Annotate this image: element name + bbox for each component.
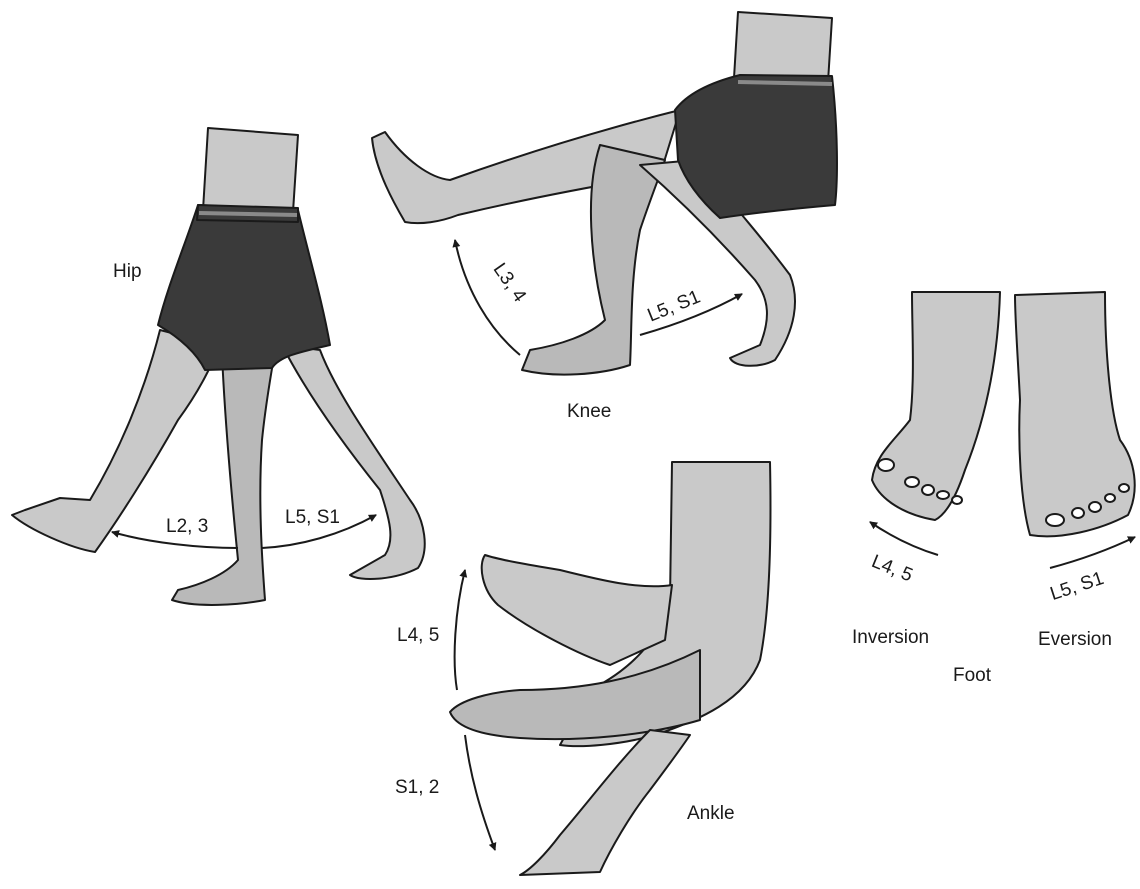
foot-inverted <box>872 292 1000 520</box>
hip-figure <box>12 128 425 605</box>
knee-shorts <box>675 75 837 218</box>
knee-figure <box>372 12 837 375</box>
hip-left-arrow-label: L2, 3 <box>166 517 208 536</box>
knee-torso <box>734 12 832 82</box>
foot-eversion-arrow <box>1050 537 1135 568</box>
ankle-down-arrow <box>465 735 495 850</box>
knee-title: Knee <box>567 402 611 421</box>
foot-everted <box>1015 292 1135 536</box>
hip-torso <box>203 128 298 212</box>
hip-front-leg <box>282 345 425 579</box>
foot-inversion-arrow <box>870 522 938 555</box>
ankle-down-label: S1, 2 <box>395 778 439 797</box>
ankle-foot-down <box>520 730 690 875</box>
hip-title: Hip <box>113 262 142 281</box>
ankle-foot-up <box>482 555 672 665</box>
foot-inversion-title: Inversion <box>852 628 929 647</box>
ankle-title: Ankle <box>687 804 735 823</box>
hip-right-arrow-label: L5, S1 <box>285 508 340 527</box>
foot-title: Foot <box>953 666 991 685</box>
foot-eversion-title: Eversion <box>1038 630 1112 649</box>
ankle-up-arrow <box>455 570 465 690</box>
ankle-up-label: L4, 5 <box>397 626 439 645</box>
foot-figure <box>872 292 1135 536</box>
